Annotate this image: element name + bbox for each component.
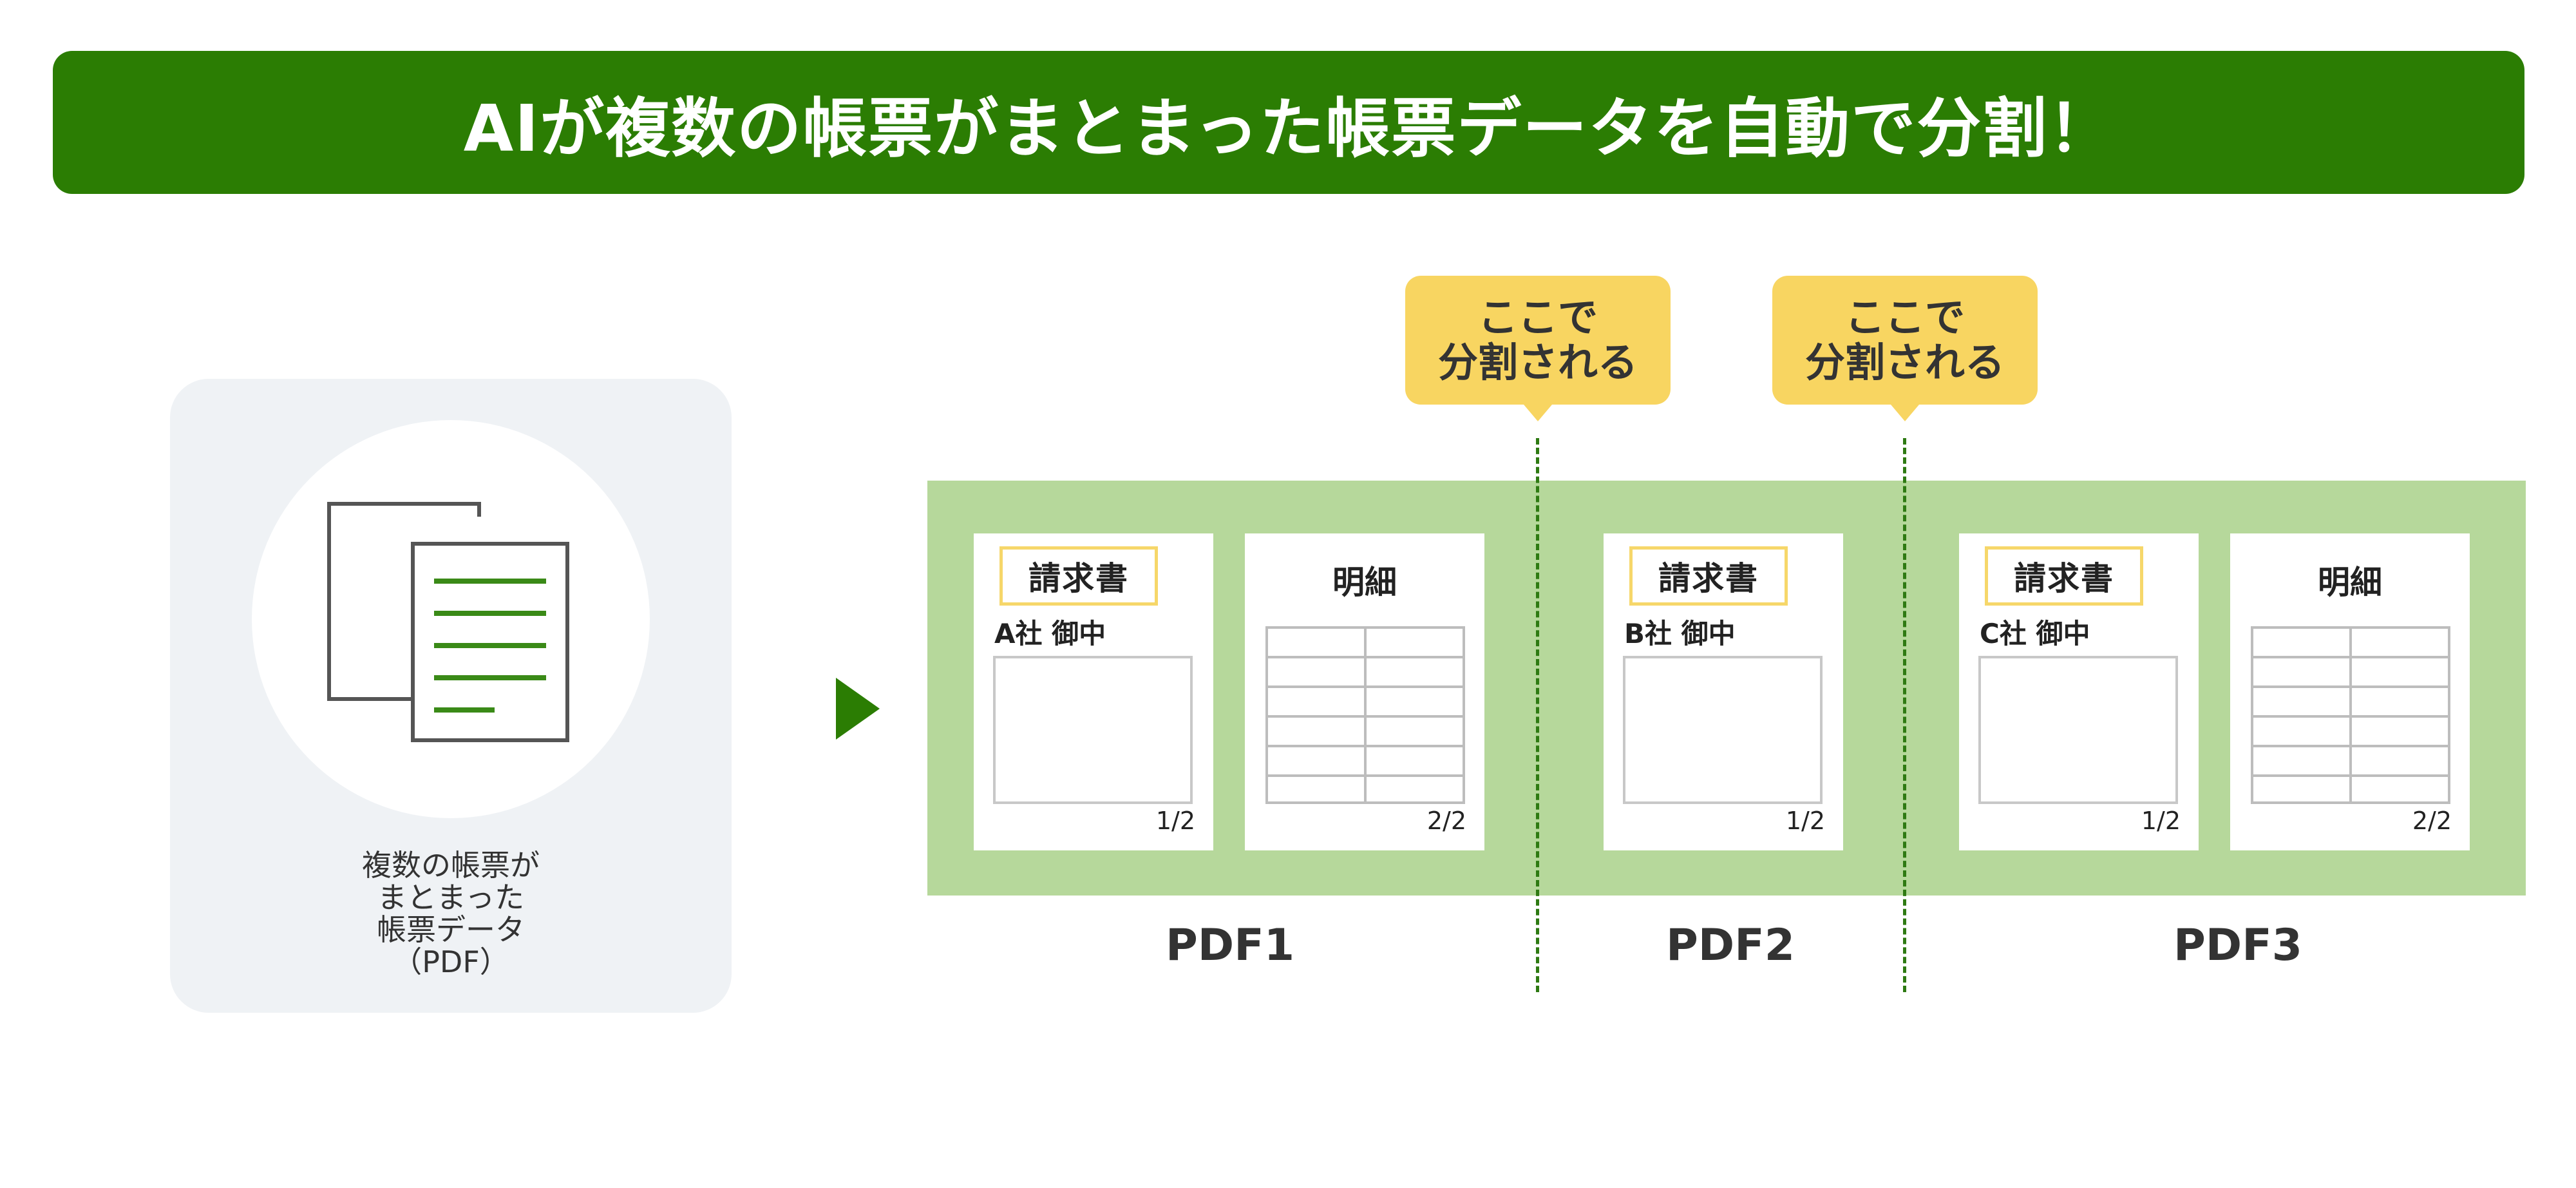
invoice-content-box (1623, 656, 1823, 804)
invoice-title: 請求書 (1629, 546, 1788, 606)
page-detail-1: 明細 2/2 (1245, 533, 1484, 850)
source-panel: 複数の帳票が まとまった 帳票データ （PDF） (170, 379, 732, 1013)
split-callout-1: ここで 分割される (1405, 276, 1671, 421)
banner-title: AIが複数の帳票がまとまった帳票データを自動で分割！ (463, 90, 2114, 166)
page-number: 2/2 (1426, 807, 1466, 835)
callout-line: 分割される (1437, 339, 1638, 386)
page-invoice-a: 請求書 A社 御中 1/2 (974, 533, 1213, 850)
page-number: 1/2 (2141, 807, 2181, 835)
split-line-1 (1536, 438, 1539, 992)
invoice-title: 請求書 (999, 546, 1158, 606)
source-label-line: まとまった (377, 880, 525, 915)
source-icon-circle (252, 420, 650, 818)
invoice-title: 請求書 (1985, 546, 2143, 606)
callout-line: 分割される (1804, 339, 2005, 386)
page-invoice-c: 請求書 C社 御中 1/2 (1959, 533, 2199, 850)
document-stack-icon (327, 502, 569, 742)
detail-title: 明細 (2318, 564, 2382, 601)
invoice-addressee: B社 御中 (1624, 618, 1736, 649)
source-label: 複数の帳票が まとまった 帳票データ （PDF） (170, 849, 732, 978)
pdf-label-2: PDF2 (1665, 920, 1795, 971)
detail-table-icon (2251, 626, 2450, 804)
page-number: 1/2 (1785, 807, 1825, 835)
pdf-label-3: PDF3 (2173, 920, 2303, 971)
invoice-content-box (993, 656, 1193, 804)
source-label-line: （PDF） (392, 944, 509, 979)
callout-line: ここで (1477, 294, 1598, 341)
page-invoice-b: 請求書 B社 御中 1/2 (1604, 533, 1843, 850)
pdf-label-1: PDF1 (1165, 920, 1295, 971)
callout-line: ここで (1844, 294, 1965, 341)
title-banner: AIが複数の帳票がまとまった帳票データを自動で分割！ (53, 51, 2524, 194)
page-number: 2/2 (2412, 807, 2452, 835)
detail-title: 明細 (1332, 564, 1397, 601)
detail-table-icon (1265, 626, 1465, 804)
source-label-line: 複数の帳票が (362, 848, 540, 883)
invoice-addressee: C社 御中 (1980, 618, 2090, 649)
page-detail-2: 明細 2/2 (2230, 533, 2470, 850)
source-label-line: 帳票データ (377, 912, 525, 947)
page-number: 1/2 (1155, 807, 1195, 835)
split-callout-2: ここで 分割される (1772, 276, 2038, 421)
split-line-2 (1903, 438, 1906, 992)
invoice-addressee: A社 御中 (994, 618, 1106, 649)
play-arrow-icon (836, 678, 880, 740)
invoice-content-box (1978, 656, 2178, 804)
